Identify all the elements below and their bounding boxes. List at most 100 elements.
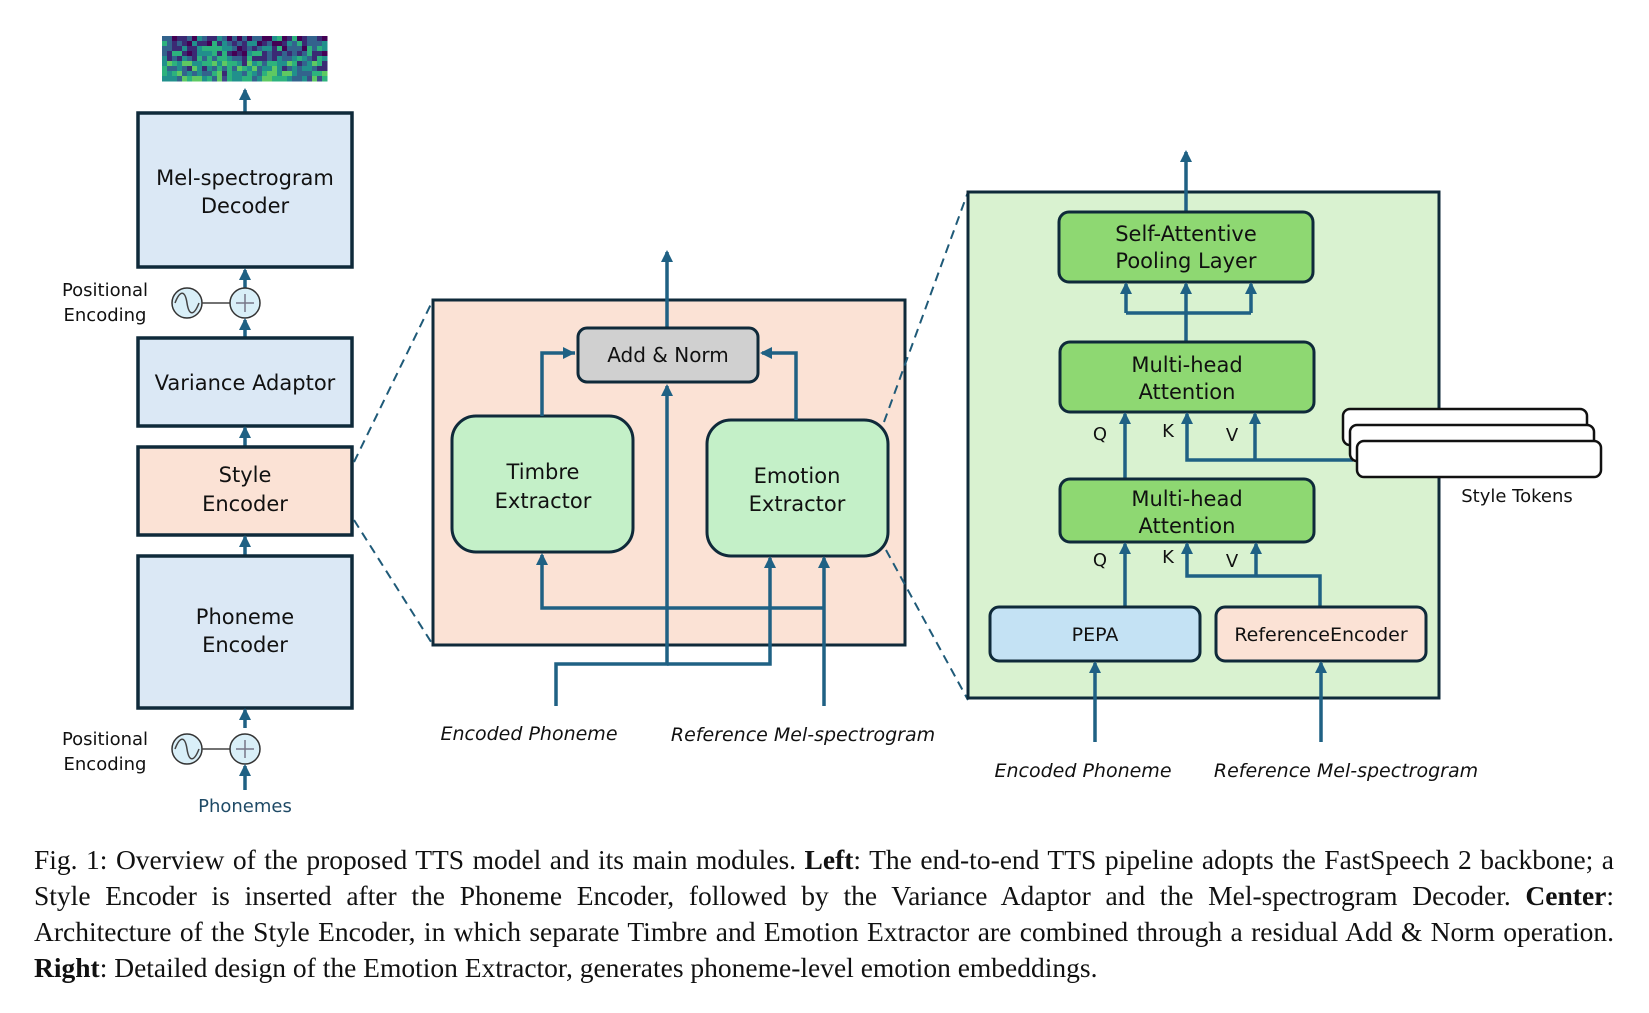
style-token-card [1355,439,1603,479]
spectrogram-cell [197,36,203,42]
spectrogram-cell [182,76,188,82]
spectrogram-cell [307,51,313,57]
spectrogram-cell [222,41,228,47]
spectrogram-cell [267,61,273,67]
spectrogram-cell [297,36,303,42]
spectrogram-cell [247,66,253,72]
spectrogram-cell [307,41,313,47]
spectrogram-cell [287,46,293,52]
spectrogram-cell [257,66,263,72]
arrow-phoneme-to-emotion [667,556,776,666]
emotion-extractor-label-1: Emotion [754,464,841,488]
spectrogram-cell [172,76,178,82]
spectrogram-cell [217,71,223,77]
spectrogram-cell [192,61,198,67]
spectrogram-cell [262,51,268,57]
pooling-label-1: Self-Attentive [1115,222,1257,246]
spectrogram-cell [162,46,168,52]
spectrogram-cell [232,51,238,57]
spectrogram-cell [217,51,223,57]
spectrogram-cell [202,76,208,82]
spectrogram-cell [212,76,218,82]
spectrogram-cell [197,41,203,47]
add-norm-box [576,326,760,384]
arrow-k-top [1181,412,1353,462]
spectrogram-cell [227,41,233,47]
phonemes-input-label: Phonemes [198,796,292,817]
spectrogram-cell [312,56,318,62]
right-input-encoded-phoneme: Encoded Phoneme [994,760,1171,782]
spectrogram-cell [177,66,183,72]
spectrogram-cell [322,66,328,72]
spectrogram-cell [252,66,258,72]
spectrogram-cell [182,51,188,57]
spectrogram-cell [212,61,218,67]
spectrogram-cell [227,66,233,72]
spectrogram-cell [162,71,168,77]
positional-encoding-top-label-1: Positional [62,280,148,301]
spectrogram-cell [322,36,328,42]
emotion-extractor-box [705,418,890,558]
v-label-top: V [1226,425,1239,446]
spectrogram-cell [182,71,188,77]
spectrogram-cell [187,41,193,47]
spectrogram-cell [212,56,218,62]
spectrogram-cell [307,66,313,72]
spectrogram-cell [317,36,323,42]
spectrogram-cell [282,51,288,57]
spectrogram-cell [272,36,278,42]
spectrogram-cell [187,56,193,62]
spectrogram-cell [277,46,283,52]
caption-intro: Overview of the proposed TTS model and i… [107,844,805,875]
spectrogram-cell [202,51,208,57]
add-norm-label: Add & Norm [607,343,729,367]
spectrogram-cell [182,46,188,52]
spectrogram-cell [272,41,278,47]
spectrogram-cell [207,61,213,67]
mel-spectrogram-output-image [162,36,328,82]
spectrogram-cell [252,76,258,82]
spectrogram-cell [212,36,218,42]
spectrogram-cell [217,56,223,62]
spectrogram-cell [182,56,188,62]
spectrogram-cell [272,51,278,57]
spectrogram-cell [172,71,178,77]
spectrogram-cell [322,41,328,47]
spectrogram-cell [262,61,268,67]
spectrogram-cell [192,76,198,82]
spectrogram-cell [262,76,268,82]
spectrogram-cell [262,71,268,77]
spectrogram-cell [267,71,273,77]
spectrogram-cell [167,36,173,42]
spectrogram-cell [267,41,273,47]
timbre-extractor-label-2: Extractor [495,489,592,513]
spectrogram-cell [307,56,313,62]
spectrogram-cell [177,71,183,77]
right-input-reference-mel: Reference Mel-spectrogram [1214,760,1478,782]
spectrogram-cell [287,41,293,47]
spectrogram-cell [247,46,253,52]
caption-center-text: : Architecture of the Style Encoder, in … [34,880,1614,947]
mha-top-label-2: Attention [1139,380,1236,404]
spectrogram-cell [197,61,203,67]
spectrogram-cell [212,71,218,77]
timbre-extractor-label-1: Timbre [506,460,580,484]
spectrogram-cell [297,76,303,82]
spectrogram-cell [292,71,298,77]
spectrogram-cell [237,41,243,47]
arrow-ref-to-mha-k [1181,542,1322,607]
q-label-bottom: Q [1093,550,1107,571]
spectrogram-cell [277,71,283,77]
spectrogram-cell [207,46,213,52]
spectrogram-cell [182,61,188,67]
spectrogram-cell [282,76,288,82]
spectrogram-cell [302,66,308,72]
style-encoder-detail: Add & Norm Timbre Extractor Emotion Extr… [431,250,935,746]
spectrogram-cell [217,36,223,42]
arrow-residual-to-addnorm [554,384,673,706]
spectrogram-cell [282,71,288,77]
spectrogram-cell [282,66,288,72]
spectrogram-cell [312,36,318,42]
spectrogram-cell [212,66,218,72]
mel-decoder-label-2: Decoder [201,194,290,218]
